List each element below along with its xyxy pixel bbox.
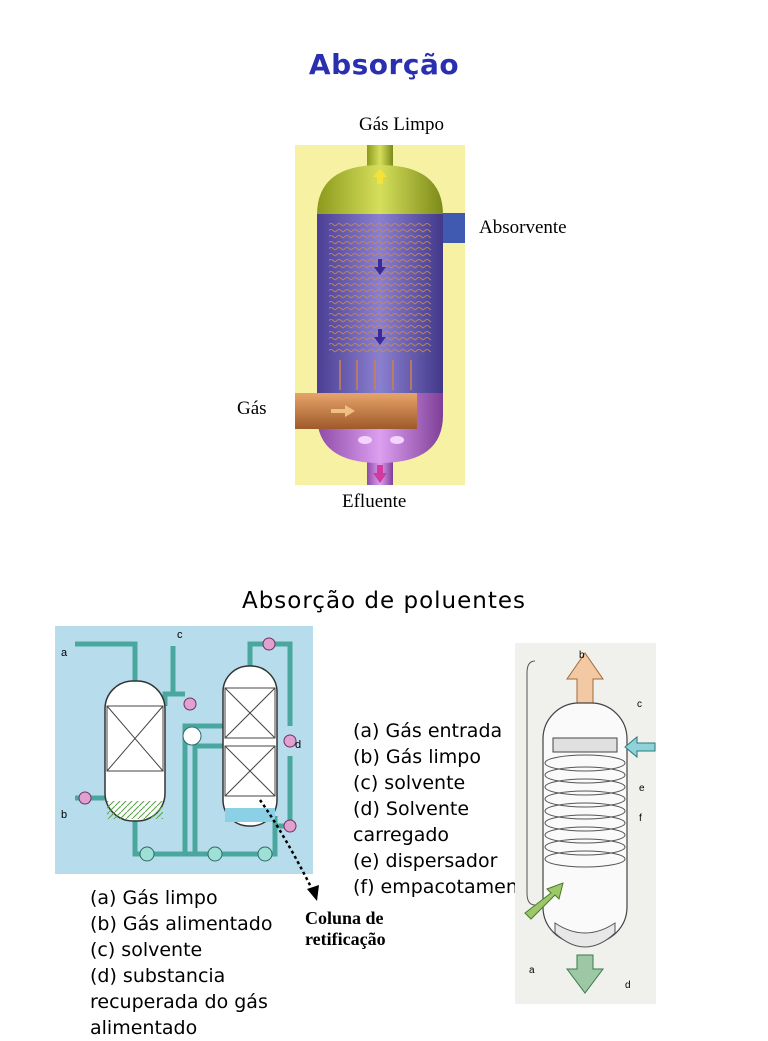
legend-item: (b) Gás alimentado bbox=[90, 913, 273, 935]
tower-letter-a: a bbox=[529, 965, 535, 976]
legend-item: carregado bbox=[353, 824, 450, 846]
tower-letter-b: b bbox=[579, 650, 585, 661]
absorption-stripping-schematic: a b c d bbox=[55, 626, 313, 874]
page-title: Absorção bbox=[308, 48, 460, 81]
liquid-sump bbox=[554, 922, 616, 948]
tower-letter-f: f bbox=[639, 813, 642, 824]
rising-gas-lines bbox=[339, 360, 412, 390]
legend-item: (d) Solvente bbox=[353, 798, 470, 820]
schematic-letter-c: c bbox=[177, 629, 183, 641]
bubble bbox=[358, 436, 372, 444]
down-arrow-icon bbox=[374, 329, 386, 345]
legend-item: (f) empacotamento bbox=[353, 876, 537, 898]
packed-tower-cutaway: b c e f a d bbox=[515, 643, 656, 1004]
callout-line: retificação bbox=[305, 929, 386, 949]
absorption-column-diagram bbox=[295, 145, 465, 485]
packing-rings bbox=[544, 754, 626, 868]
legend-item: alimentado bbox=[90, 1017, 198, 1039]
right-arrow-icon bbox=[331, 405, 355, 417]
legend-item: (d) substancia bbox=[90, 965, 226, 987]
legend-item: (e) dispersador bbox=[353, 850, 498, 872]
legend-item: (a) Gás entrada bbox=[353, 720, 503, 742]
left-arrow-icon bbox=[624, 735, 656, 759]
dispersor bbox=[552, 737, 618, 753]
rectification-column-label: Coluna de retificação bbox=[305, 908, 386, 950]
down-arrow-icon bbox=[566, 954, 604, 994]
up-arrow-icon bbox=[566, 652, 604, 704]
pump-icons bbox=[78, 637, 297, 862]
label-effluent: Efluente bbox=[342, 491, 407, 512]
tower-letter-e: e bbox=[639, 783, 645, 794]
up-arrow-icon bbox=[373, 169, 387, 184]
callout-line: Coluna de bbox=[305, 908, 384, 928]
inlet-arrow-icon bbox=[524, 882, 564, 920]
label-clean-gas: Gás Limpo bbox=[359, 114, 444, 135]
stripper-column bbox=[222, 665, 278, 827]
schematic-letter-d: d bbox=[295, 739, 301, 751]
tower-letter-c: c bbox=[637, 699, 642, 710]
legend-item: (c) solvente bbox=[90, 939, 203, 961]
column-top-dome bbox=[317, 165, 443, 215]
right-legend: (a) Gás entrada (b) Gás limpo (c) solven… bbox=[353, 718, 537, 900]
label-gas: Gás bbox=[237, 398, 267, 419]
legend-item: (a) Gás limpo bbox=[90, 887, 218, 909]
down-arrow-icon bbox=[373, 465, 387, 483]
arrowhead-icon bbox=[307, 885, 319, 901]
absorber-column bbox=[104, 680, 166, 822]
schematic-letter-a: a bbox=[61, 647, 68, 659]
label-absorbent: Absorvente bbox=[479, 217, 567, 238]
dotted-line bbox=[258, 799, 317, 896]
legend-item: (c) solvente bbox=[353, 772, 466, 794]
bracket-line bbox=[526, 660, 536, 906]
tower-letter-d: d bbox=[625, 980, 631, 991]
gas-inlet-pipe bbox=[295, 393, 417, 429]
down-arrow-icon bbox=[374, 259, 386, 275]
left-legend: (a) Gás limpo (b) Gás alimentado (c) sol… bbox=[90, 885, 272, 1041]
bubble bbox=[390, 436, 404, 444]
callout-arrow bbox=[258, 799, 319, 901]
piping bbox=[75, 641, 293, 857]
legend-item: recuperada do gás bbox=[90, 991, 268, 1013]
section-subtitle: Absorção de poluentes bbox=[241, 588, 527, 614]
legend-item: (b) Gás limpo bbox=[353, 746, 481, 768]
schematic-letter-b: b bbox=[61, 809, 67, 821]
